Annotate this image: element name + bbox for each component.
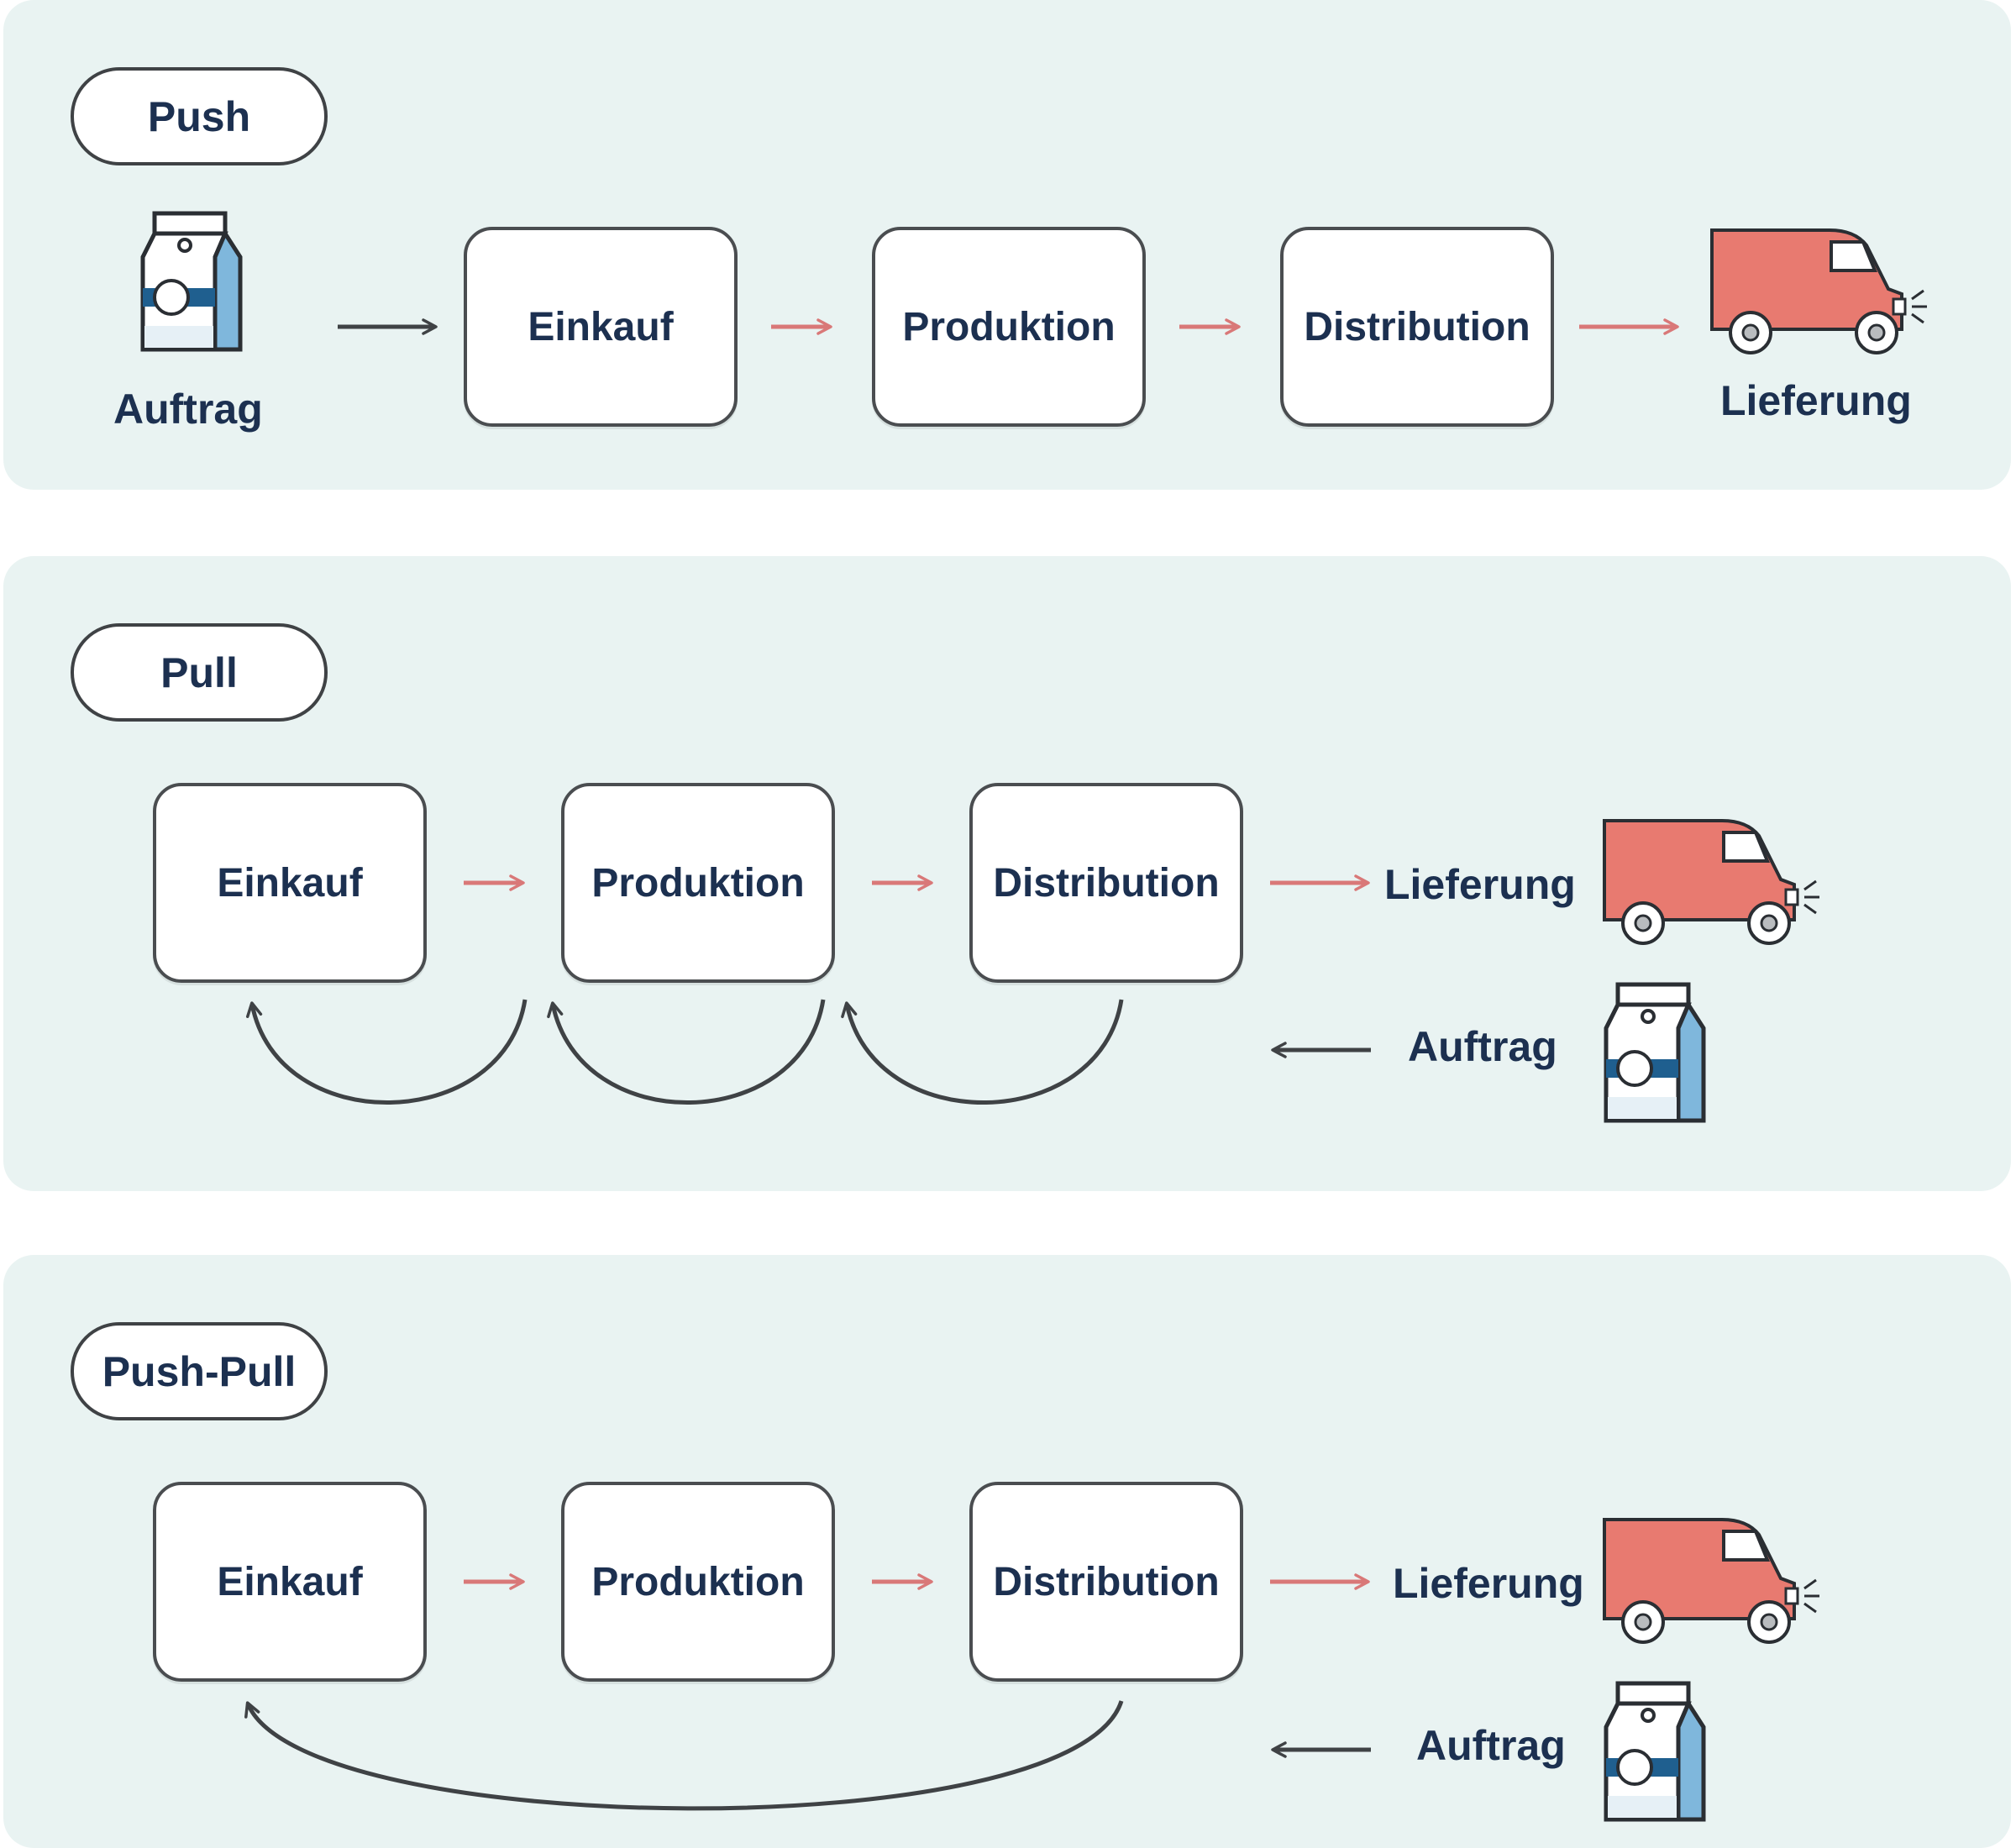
milk-carton-icon bbox=[140, 211, 243, 352]
push-order-label: Auftrag bbox=[113, 386, 263, 433]
delivery-van-icon bbox=[1603, 819, 1819, 945]
push-panel: Push Auftrag Einkauf Produktion Distribu… bbox=[3, 0, 2011, 490]
milk-carton-icon bbox=[1604, 1681, 1706, 1822]
milk-carton-icon bbox=[1604, 982, 1706, 1123]
pushpull-feedback-arrow bbox=[244, 1700, 1124, 1811]
pull-step-produktion: Produktion bbox=[561, 783, 835, 983]
pull-feedback-arrow-3 bbox=[841, 999, 1124, 1105]
pushpull-panel: Push-Pull Einkauf Produktion Distributio… bbox=[3, 1255, 2011, 1848]
pull-feedback-arrow-1 bbox=[245, 999, 528, 1105]
pushpull-order-label: Auftrag bbox=[1416, 1722, 1566, 1769]
push-step-distribution: Distribution bbox=[1280, 227, 1554, 427]
pull-title: Pull bbox=[71, 623, 328, 722]
pushpull-step-einkauf: Einkauf bbox=[153, 1482, 427, 1682]
push-step-produktion: Produktion bbox=[872, 227, 1146, 427]
pull-step-distribution: Distribution bbox=[969, 783, 1243, 983]
pushpull-title: Push-Pull bbox=[71, 1322, 328, 1420]
pushpull-delivery-label: Lieferung bbox=[1393, 1560, 1584, 1607]
delivery-van-icon bbox=[1603, 1518, 1819, 1644]
delivery-van-icon bbox=[1710, 228, 1927, 354]
push-step-einkauf: Einkauf bbox=[464, 227, 738, 427]
pull-step-einkauf: Einkauf bbox=[153, 783, 427, 983]
pull-panel: Pull Einkauf Produktion Distribution Lie… bbox=[3, 556, 2011, 1191]
pushpull-step-distribution: Distribution bbox=[969, 1482, 1243, 1682]
push-delivery-label: Lieferung bbox=[1720, 377, 1912, 424]
push-title: Push bbox=[71, 67, 328, 165]
pull-feedback-arrow-2 bbox=[547, 999, 826, 1105]
pull-order-label: Auftrag bbox=[1408, 1023, 1557, 1070]
pull-delivery-label: Lieferung bbox=[1384, 861, 1576, 908]
pushpull-step-produktion: Produktion bbox=[561, 1482, 835, 1682]
